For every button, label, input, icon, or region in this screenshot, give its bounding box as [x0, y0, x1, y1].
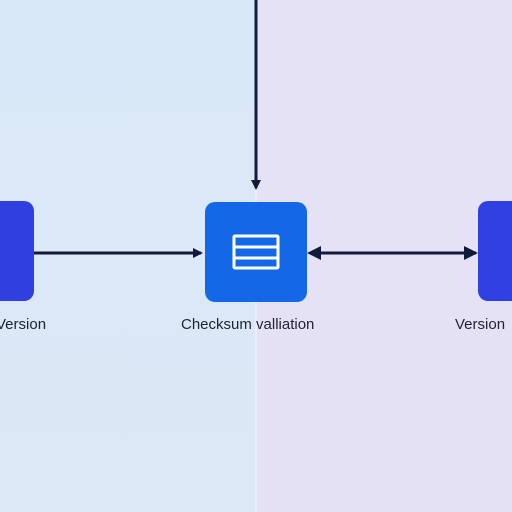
right-node[interactable]: [478, 201, 512, 301]
right-arrow-head-right: [464, 246, 478, 260]
checksum-node-label: Checksum valliation: [181, 316, 315, 333]
list-icon: [232, 234, 280, 270]
right-node-label: Version: [455, 316, 506, 333]
checksum-node[interactable]: [205, 202, 307, 302]
right-arrow-head-left: [307, 246, 321, 260]
left-node-label: Version: [0, 316, 47, 333]
left-node[interactable]: [0, 201, 34, 301]
